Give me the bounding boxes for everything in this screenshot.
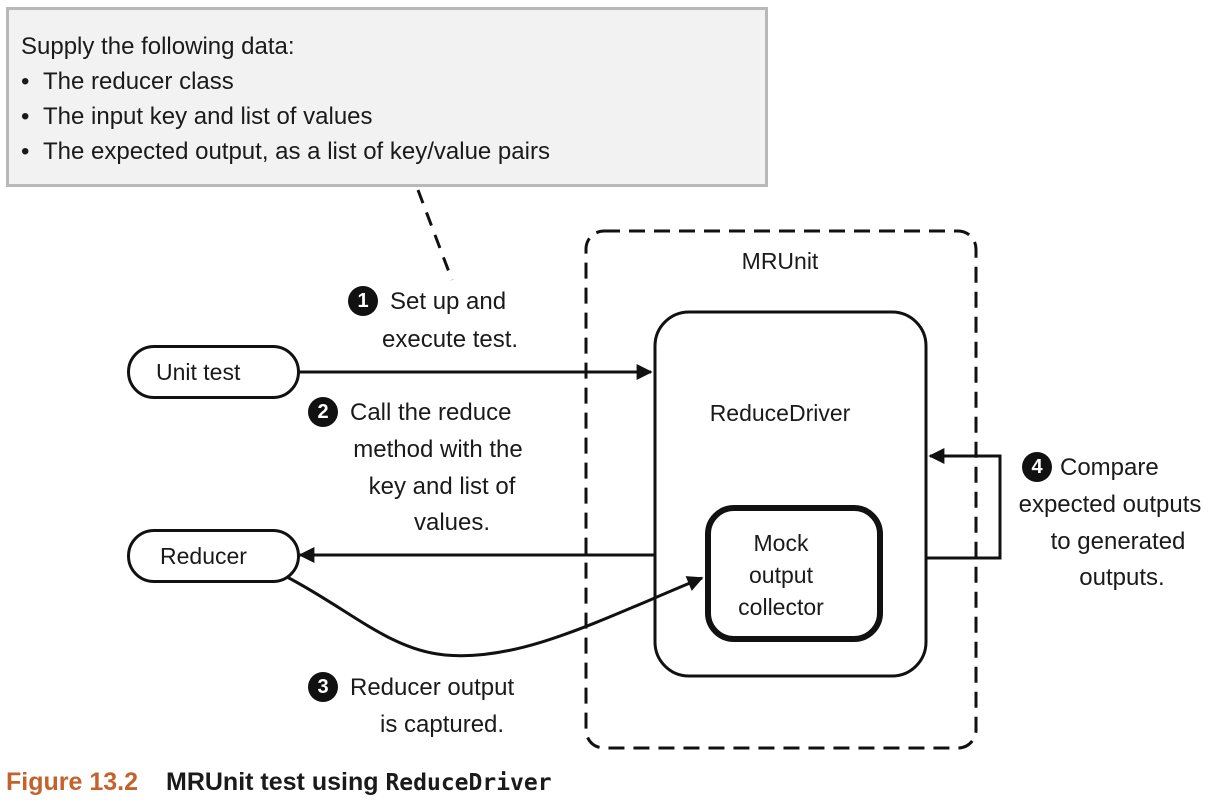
bullet-icon: • <box>21 138 30 165</box>
step-1-label-line2: execute test. <box>382 326 519 353</box>
bullet-icon: • <box>21 103 30 130</box>
arrow-compare-outputs <box>926 448 1002 560</box>
reducer-node: Reducer <box>127 529 300 583</box>
figure-number: Figure 13.2 <box>6 768 138 796</box>
caption-text: MRUnit test using <box>166 768 386 796</box>
step-3-label-line2: is captured. <box>380 711 505 738</box>
note-item: •The expected output, as a list of key/v… <box>21 138 550 165</box>
bullet-icon: • <box>21 68 30 95</box>
requirements-note: Supply the following data: •The reducer … <box>6 7 768 187</box>
mock-collector-box <box>705 505 883 642</box>
step-4-number-icon: 4 <box>1022 452 1052 482</box>
figure-caption: Figure 13.2 MRUnit test using ReduceDrive… <box>6 766 552 799</box>
step-4-label-line2: expected outputs <box>1018 491 1202 518</box>
mrunit-label: MRUnit <box>741 248 819 274</box>
step-2-label-line2: method with the <box>353 436 523 463</box>
note-list: •The reducer class •The input key and li… <box>21 69 751 165</box>
step-2-label-line3: key and list of <box>368 473 516 500</box>
step-4-label-line4: outputs. <box>1079 564 1165 591</box>
step-1-number-icon: 1 <box>348 286 378 316</box>
step-2-number-icon: 2 <box>308 397 338 427</box>
step-3-number-icon: 3 <box>308 672 338 702</box>
reducer-label: Reducer <box>160 542 247 569</box>
caption-code: ReduceDriver <box>385 770 552 796</box>
note-item: •The reducer class <box>21 68 234 95</box>
note-item: •The input key and list of values <box>21 103 373 130</box>
note-connector-line <box>416 189 454 281</box>
unit-test-node: Unit test <box>127 345 300 399</box>
step-2-label-line4: values. <box>413 509 491 536</box>
note-title: Supply the following data: <box>21 33 295 60</box>
mock-collector-label: Mock output collector <box>738 530 824 620</box>
mrunit-container <box>584 229 978 750</box>
reduce-driver-label: ReduceDriver <box>709 400 851 426</box>
step-4-label-line3: to generated <box>1050 528 1186 555</box>
arrow-output-captured <box>286 575 704 658</box>
unit-test-label: Unit test <box>156 358 241 385</box>
